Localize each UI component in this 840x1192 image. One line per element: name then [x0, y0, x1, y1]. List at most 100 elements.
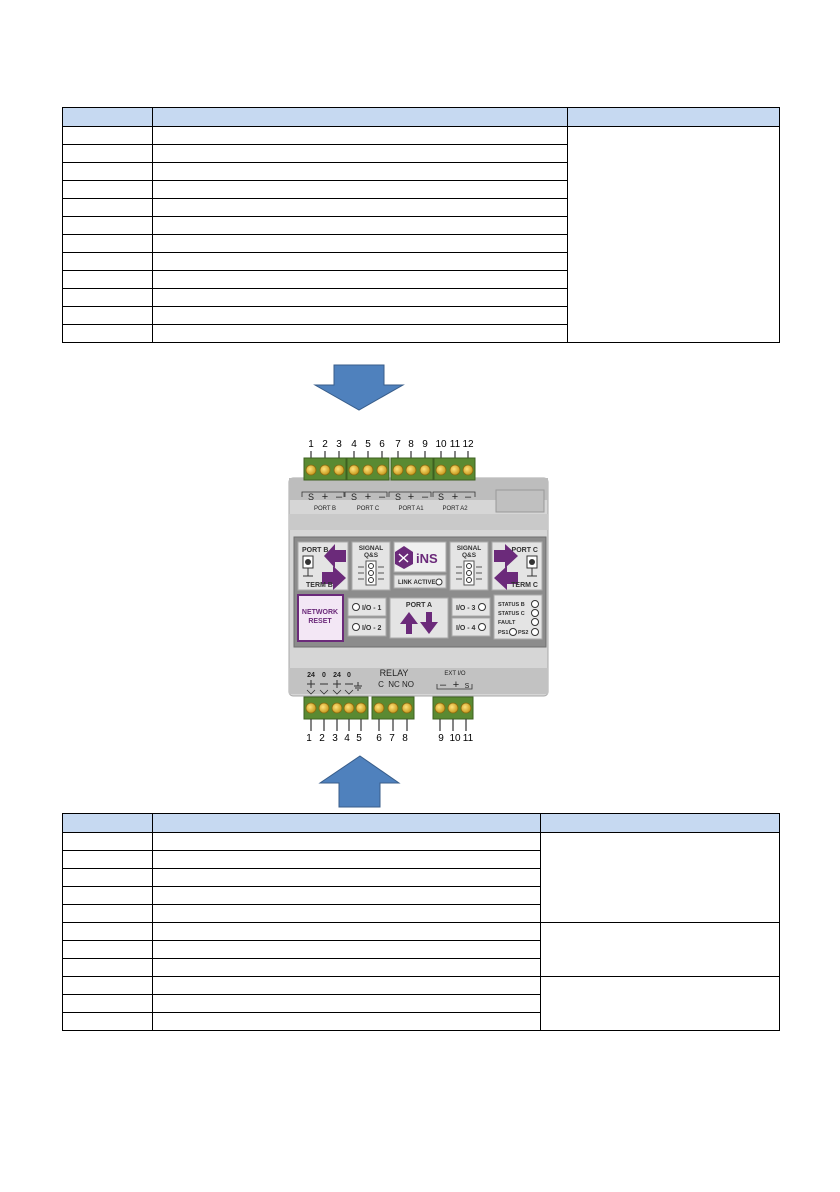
ps2-label: PS2 [518, 630, 528, 636]
bottom-terminal-number: 9 [438, 733, 444, 744]
top-terminal-numbers: 1 2 3 4 5 6 7 8 9 10 11 12 [308, 439, 474, 450]
top-terminal-number: 2 [322, 439, 328, 450]
signal-qs-label: Q&S [364, 552, 379, 559]
ext-io-symbol: – [440, 679, 447, 691]
left-arrow-icon [324, 544, 346, 568]
terminator-icon [302, 555, 314, 577]
table-row [62, 922, 780, 977]
table-row [62, 126, 780, 343]
relay-title: RELAY [380, 668, 409, 678]
right-arrow-icon [494, 544, 518, 568]
port-group-label: PORT A2 [442, 506, 468, 512]
terminal-symbol: + [365, 491, 371, 503]
top-terminal-number: 8 [408, 439, 414, 450]
top-terminal-number: 9 [422, 439, 428, 450]
bottom-terminal-numbers: 1 2 3 4 5 6 7 8 9 10 11 [306, 733, 473, 744]
status-c-led [531, 609, 539, 617]
ext-io-symbol: S [465, 683, 470, 690]
bottom-terminal-number: 4 [344, 733, 350, 744]
bottom-terminal-number: 10 [449, 733, 461, 744]
signal-qs-label: SIGNAL [359, 545, 384, 552]
ext-io-symbol: + [453, 679, 459, 691]
bottom-terminal-number: 7 [389, 733, 395, 744]
up-arrow-icon [400, 612, 418, 634]
terminal-symbol: – [379, 491, 386, 503]
link-active-label: LINK ACTIVE [398, 580, 435, 586]
bottom-terminal-number: 2 [319, 733, 325, 744]
top-terminal-number: 3 [336, 439, 342, 450]
terminal-symbol: + [408, 491, 414, 503]
bottom-terminal-number: 8 [402, 733, 408, 744]
port-a-label: PORT A [406, 602, 432, 609]
status-c-label: STATUS C [498, 611, 525, 617]
bottom-terminal-number: 5 [356, 733, 362, 744]
terminal-symbol: + [322, 491, 328, 503]
top-terminal-number: 6 [379, 439, 385, 450]
status-b-led [531, 600, 539, 608]
term-c-label: TERM C [511, 582, 538, 589]
up-arrow-icon [318, 755, 401, 808]
power-label: 0 [347, 672, 351, 679]
bottom-terminal-wires [310, 719, 467, 731]
status-b-label: STATUS B [498, 602, 525, 608]
io-4-label: I/O - 4 [456, 625, 476, 632]
io-2-led [352, 623, 360, 631]
network-reset-label: NETWORK [302, 609, 338, 616]
table-header-row [62, 107, 780, 127]
bottom-terminal-labels: 24 0 24 0 RELAY C NC NO EXT I/O – + S [306, 668, 473, 695]
table-row [62, 144, 780, 163]
top-terminal-number: 7 [395, 439, 401, 450]
terminal-symbol: + [452, 491, 458, 503]
io-1-label: I/O - 1 [362, 605, 382, 612]
table-row [62, 976, 780, 1031]
io-1-led [352, 603, 360, 611]
terminal-symbol: S [395, 492, 401, 502]
screw-terminal-icon [305, 464, 474, 476]
terminator-icon [526, 555, 538, 577]
power-label: 24 [333, 672, 341, 679]
ps2-led [531, 628, 539, 636]
io-2-label: I/O - 2 [362, 625, 382, 632]
io-3-led [478, 603, 486, 611]
down-arrow-icon [420, 612, 438, 634]
link-active-led [435, 578, 443, 586]
port-group-label: PORT C [357, 506, 380, 512]
terminal-symbol: – [336, 491, 343, 503]
relay-label: C [378, 680, 384, 689]
terminal-symbol: S [308, 492, 314, 502]
power-label: 24 [307, 672, 315, 679]
table-row [62, 198, 780, 217]
bottom-pin-table [62, 813, 780, 1031]
ext-io-title: EXT I/O [444, 671, 466, 677]
port-group-label: PORT A1 [398, 506, 424, 512]
table-row [62, 324, 780, 343]
top-terminal-number: 4 [351, 439, 357, 450]
port-group-label: PORT B [314, 506, 336, 512]
right-arrow-icon [322, 566, 346, 590]
bottom-terminal-number: 1 [306, 733, 312, 744]
signal-qs-label: Q&S [462, 552, 477, 559]
term-b-label: TERM B [306, 582, 333, 589]
terminal-symbol: S [438, 492, 444, 502]
network-reset-label: RESET [308, 618, 332, 625]
traffic-light-icon [456, 560, 482, 586]
ps1-led [509, 628, 517, 636]
table-row [62, 288, 780, 307]
relay-label: NO [402, 680, 414, 689]
bottom-terminal-number: 6 [376, 733, 382, 744]
top-terminal-number: 12 [462, 439, 474, 450]
network-reset-button[interactable] [297, 594, 344, 642]
top-terminal-number: 11 [450, 439, 461, 450]
table-header-row [62, 813, 780, 833]
top-port-labels: S + – S + – S + – S + – PORT B PORT C PO… [301, 491, 476, 512]
ins-logo-icon [395, 546, 413, 569]
top-pin-table [62, 107, 780, 343]
table-row [62, 832, 780, 923]
port-b-label: PORT B [302, 547, 328, 554]
relay-label: NC [388, 680, 400, 689]
fault-label: FAULT [498, 620, 516, 626]
label-window [495, 489, 545, 513]
ps1-label: PS1 [498, 630, 508, 636]
table-row [62, 1012, 780, 1031]
